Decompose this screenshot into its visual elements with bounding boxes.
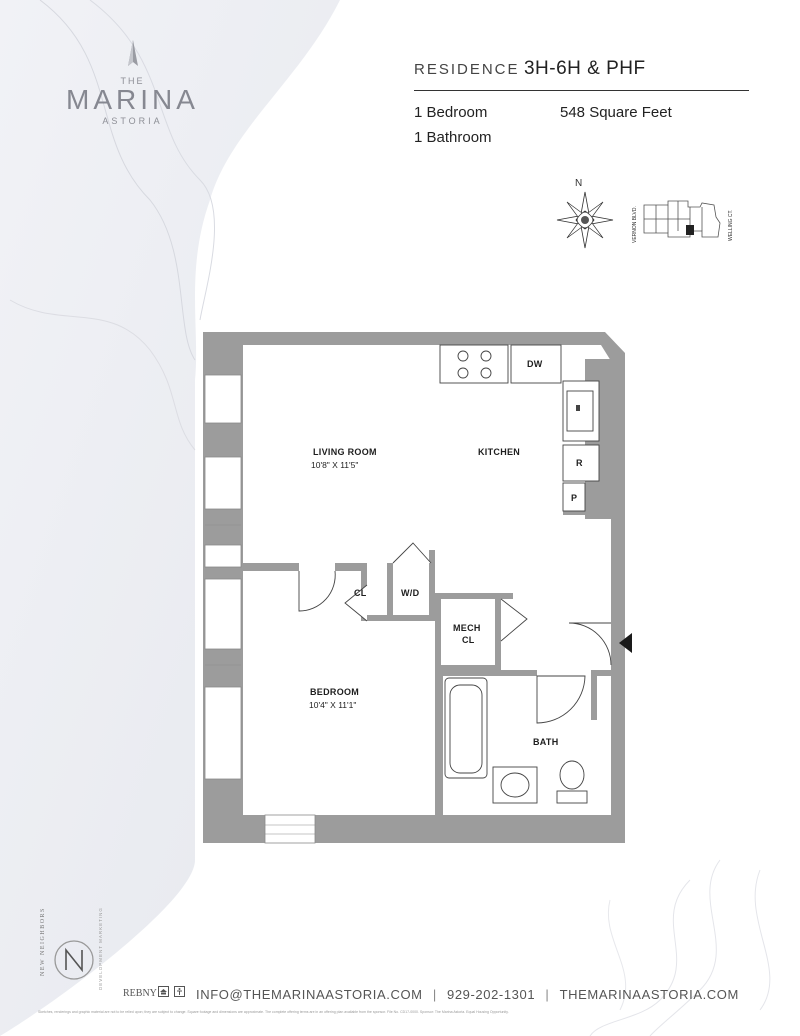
unit-location-marker (686, 225, 694, 235)
stove-burners (457, 350, 492, 379)
equal-housing-icon (158, 986, 169, 997)
square-footage: 548 Square Feet (560, 104, 672, 121)
compass-star-icon (127, 40, 138, 66)
bath-fixtures (444, 677, 588, 804)
window-bottom (264, 814, 316, 844)
pantry-label: P (571, 493, 577, 503)
footer-separator: | (432, 987, 437, 1002)
washer-dryer-label: W/D (401, 588, 420, 598)
dishwasher-label: DW (527, 359, 543, 369)
kitchen-fixtures (439, 344, 600, 512)
footer-email[interactable]: INFO@THEMARINAASTORIA.COM (196, 987, 423, 1002)
street-welling: WELLING CT. (728, 210, 734, 241)
developer-logo: NEW NEIGHBORS DEVELOPMENT MARKETING (40, 907, 103, 990)
residence-code: 3H-6H & PHF (523, 58, 646, 79)
footer-separator: | (545, 987, 550, 1002)
compass-rose-icon: N (556, 178, 614, 249)
marketing-text: DEVELOPMENT MARKETING (98, 907, 103, 990)
closet-label: CL (354, 588, 367, 598)
living-room-dims: 10'8" X 11'5" (311, 460, 358, 470)
bedroom-label: BEDROOM (310, 687, 359, 697)
footer-website[interactable]: THEMARINAASTORIA.COM (559, 987, 739, 1002)
marina-logo: THE MARINA ASTORIA (40, 40, 225, 126)
kitchen-label: KITCHEN (478, 447, 520, 457)
residence-title: RESIDENCE 3H-6H & PHF (414, 58, 749, 80)
mech-cl-label: CL (462, 635, 475, 645)
doors (298, 542, 612, 724)
north-label: N (575, 178, 582, 189)
living-room-label: LIVING ROOM (313, 447, 377, 457)
logo-sub: ASTORIA (102, 116, 163, 126)
entry-arrow-icon (619, 633, 632, 653)
bedroom-count: 1 Bedroom (414, 104, 488, 121)
windows-left (204, 374, 242, 780)
street-vernon: VERNON BLVD. (632, 206, 638, 243)
title-rule (414, 90, 749, 91)
footer-contact: INFO@THEMARINAASTORIA.COM | 929-202-1301… (196, 987, 739, 1002)
refrigerator (562, 444, 600, 482)
bathroom-count: 1 Bathroom (414, 129, 492, 146)
floor-plan: LIVING ROOM 10'8" X 11'5" KITCHEN BEDROO… (203, 332, 632, 844)
rebny-logo: REBNY (123, 988, 157, 999)
bedroom-dims: 10'4" X 11'1" (309, 700, 356, 710)
refrigerator-label: R (576, 458, 583, 468)
accessibility-icon (174, 986, 185, 997)
logo-the: THE (120, 76, 145, 86)
dishwasher (510, 344, 562, 384)
bath-label: BATH (533, 737, 559, 747)
pantry (562, 482, 586, 512)
sink-faucet (576, 405, 580, 411)
n-monogram-icon (65, 947, 83, 973)
disclaimer-fineprint: Sketches, renderings and graphic materia… (38, 1010, 509, 1014)
key-plan: VERNON BLVD. WELLING CT. (632, 200, 734, 243)
footer-phone[interactable]: 929-202-1301 (447, 987, 536, 1002)
developer-text: NEW NEIGHBORS (40, 907, 46, 976)
mech-label: MECH (453, 623, 481, 633)
residence-prefix: RESIDENCE (414, 61, 520, 78)
interior-walls (243, 550, 611, 815)
logo-name: MARINA (66, 84, 199, 115)
